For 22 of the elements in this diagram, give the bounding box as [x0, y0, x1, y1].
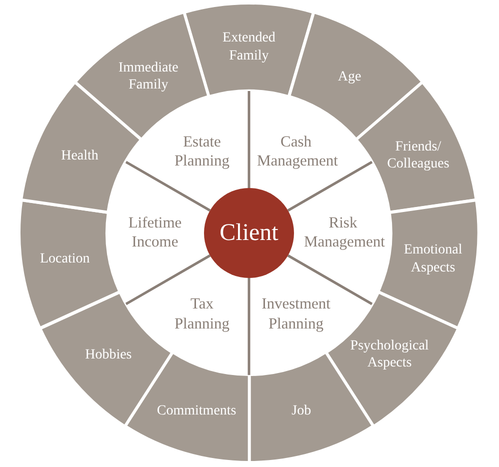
- ring-segment: [356, 82, 477, 213]
- segment-label: Emotional Aspects: [402, 242, 464, 277]
- sector-label: Estate Planning: [174, 133, 230, 170]
- segment-label: Hobbies: [84, 346, 133, 364]
- ring-segment: [19, 200, 120, 329]
- sector-label: Risk Management: [304, 214, 385, 251]
- segment-label: Immediate Family: [117, 59, 180, 94]
- segment-label: Extended Family: [222, 30, 276, 64]
- segment-label: Age: [336, 68, 362, 86]
- sector-label: Tax Planning: [174, 296, 230, 332]
- ring-segment: [184, 3, 314, 97]
- segment-label: Commitments: [156, 402, 238, 420]
- segment-label: Health: [60, 146, 100, 164]
- sector-label: Cash Management: [257, 133, 338, 170]
- sector-label: Investment Planning: [262, 296, 330, 332]
- segment-label: Location: [39, 250, 91, 268]
- segment-label: Job: [290, 402, 312, 420]
- segment-label: Psychological Aspects: [349, 337, 430, 372]
- center-label: Client: [220, 219, 278, 248]
- segment-label: Friends/ Colleagues: [386, 138, 450, 174]
- sector-label: Lifetime Income: [128, 214, 182, 251]
- center-circle: [204, 188, 294, 278]
